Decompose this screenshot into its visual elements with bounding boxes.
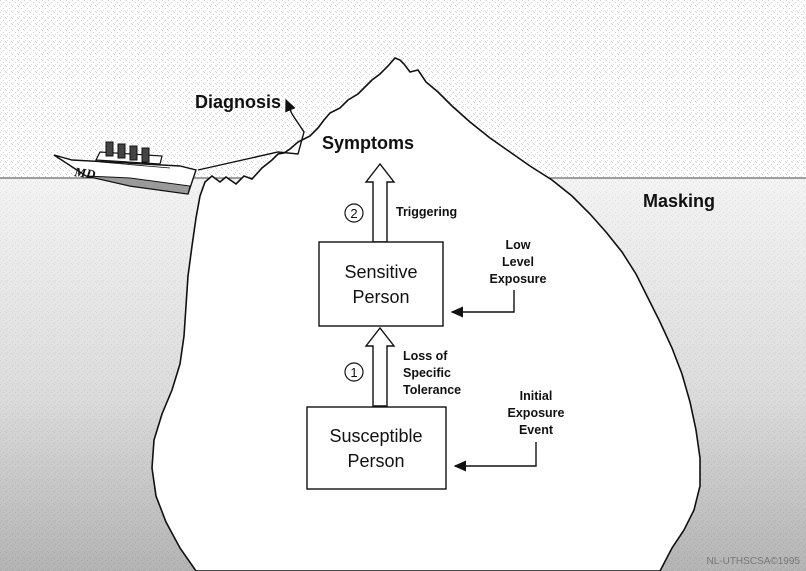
ship-label: MD <box>73 164 97 182</box>
step-1-label: 1 <box>350 365 357 380</box>
symptoms-label: Symptoms <box>322 133 414 153</box>
step-2-label: 2 <box>350 206 357 221</box>
low-level-exposure-line1: Low <box>506 238 531 252</box>
low-level-exposure-line3: Exposure <box>490 272 547 286</box>
copyright-watermark: NL-UTHSCSA©1995 <box>706 556 800 567</box>
initial-exposure-line3: Event <box>519 423 554 437</box>
initial-exposure-line1: Initial <box>520 389 553 403</box>
loss-of-tolerance-line3: Tolerance <box>403 383 461 397</box>
susceptible-person-line2: Person <box>347 451 404 471</box>
sensitive-person-box <box>319 242 443 326</box>
diagnosis-label: Diagnosis <box>195 92 281 112</box>
initial-exposure-line2: Exposure <box>508 406 565 420</box>
sensitive-person-line1: Sensitive <box>344 262 417 282</box>
susceptible-person-box <box>307 407 446 489</box>
low-level-exposure-line2: Level <box>502 255 534 269</box>
triggering-label: Triggering <box>396 205 457 219</box>
masking-label: Masking <box>643 191 715 211</box>
sensitive-person-line2: Person <box>352 287 409 307</box>
loss-of-tolerance-line2: Specific <box>403 366 451 380</box>
loss-of-tolerance-line1: Loss of <box>403 349 448 363</box>
susceptible-person-line1: Susceptible <box>329 426 422 446</box>
ship-funnel <box>106 142 113 156</box>
